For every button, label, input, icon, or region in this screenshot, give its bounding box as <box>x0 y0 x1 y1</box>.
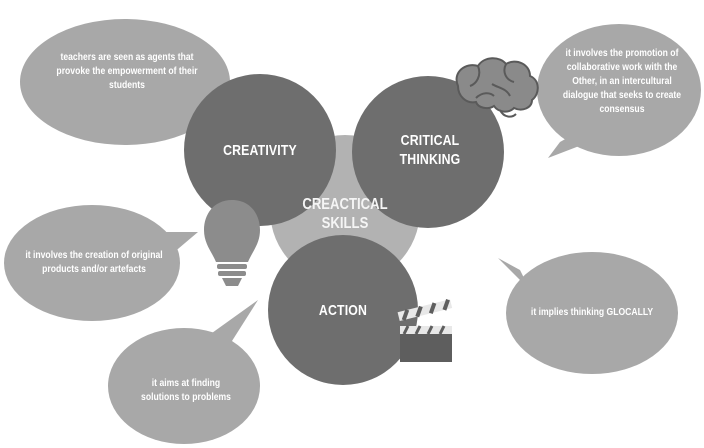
bubble-collaborative <box>537 24 701 158</box>
bubble-collaborative-text: it involves the promotion of collaborati… <box>562 46 682 116</box>
bubble-original <box>4 205 198 321</box>
bubble-agents-text: teachers are seen as agents that provoke… <box>56 50 198 92</box>
bubble-solutions <box>108 300 260 444</box>
action-label: ACTION <box>318 301 368 319</box>
clapperboard-icon <box>397 299 453 362</box>
brain-icon <box>455 57 539 118</box>
center-title: CREACTICAL SKILLS <box>300 192 390 236</box>
center-title-line1: CREACTICAL <box>302 195 388 213</box>
bubble-glocally <box>498 252 678 374</box>
critical-thinking-circle <box>352 76 504 228</box>
creativity-circle <box>184 74 336 226</box>
creativity-label: CREATIVITY <box>223 141 297 159</box>
bubble-original-text: it involves the creation of original pro… <box>25 248 163 275</box>
action-circle <box>268 235 418 385</box>
critical-thinking-label: CRITICAL THINKING <box>399 132 461 168</box>
bubble-solutions-text: it aims at finding solutions to problems <box>141 376 231 403</box>
lightbulb-icon <box>204 200 260 286</box>
bubble-glocally-text: it implies thinking GLOCALLY <box>530 305 654 318</box>
center-title-line2: SKILLS <box>321 215 369 232</box>
